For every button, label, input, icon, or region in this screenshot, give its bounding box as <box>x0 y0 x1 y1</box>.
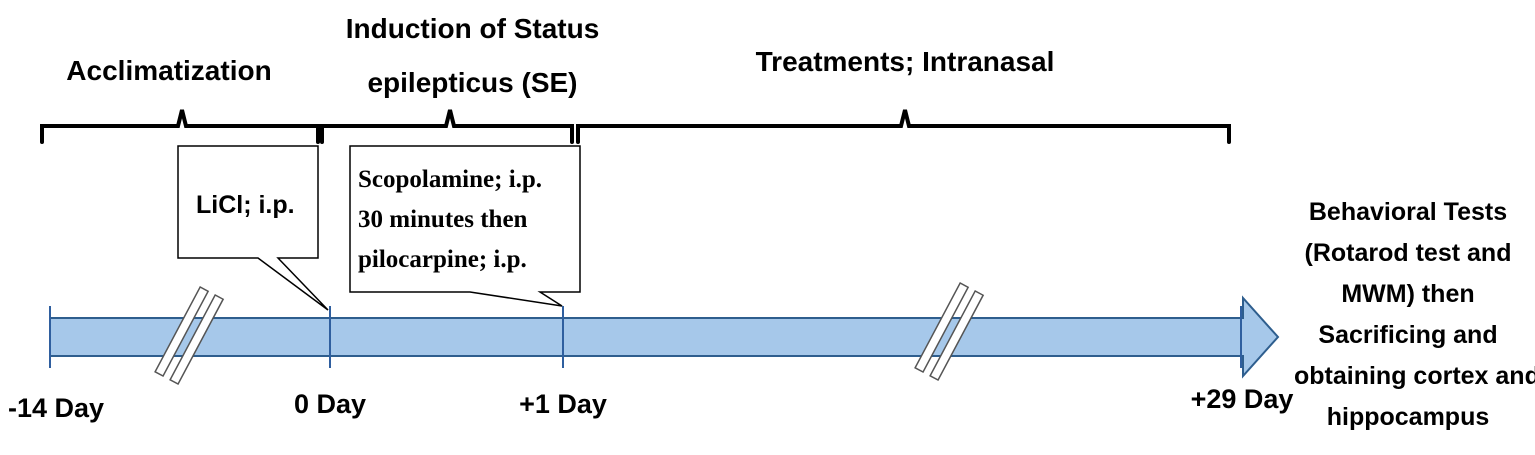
break-mark-right <box>914 282 985 382</box>
bracket-treatments <box>576 109 1231 144</box>
final-step-line3: MWM) then <box>1341 280 1475 308</box>
callout-scopolamine-text: Scopolamine; i.p. 30 minutes then piloca… <box>358 160 542 280</box>
break-mark-left <box>154 286 225 386</box>
final-step-text: Behavioral Tests (Rotarod test and MWM) … <box>1294 196 1535 434</box>
callout-scopolamine-line1: Scopolamine; i.p. <box>358 166 543 193</box>
phase-acclimatization-label: Acclimatization <box>66 55 272 86</box>
final-step-line1: Behavioral Tests <box>1308 198 1508 226</box>
day-label-minus14: -14 Day <box>7 393 105 423</box>
day-label-0: 0 Day <box>293 389 367 419</box>
phase-induction-line1: Induction of Status <box>345 13 600 44</box>
bracket-acclimatization <box>40 109 320 144</box>
callout-scopolamine-box <box>349 145 581 307</box>
phase-induction-label: Induction of Status epilepticus (SE) <box>340 12 605 100</box>
day-label-plus1: +1 Day <box>519 389 607 419</box>
day-label-plus29: +29 Day <box>1190 384 1294 414</box>
timeline-arrow <box>49 295 1280 379</box>
final-step-line5: obtaining cortex and <box>1294 362 1535 390</box>
phase-induction-line2: epilepticus (SE) <box>367 67 578 98</box>
callout-scopolamine-line3: pilocarpine; i.p. <box>358 246 527 273</box>
phase-treatments-label: Treatments; Intranasal <box>755 46 1055 77</box>
final-step-line4: Sacrificing and <box>1318 321 1498 349</box>
callout-scopolamine-line2: 30 minutes then <box>358 206 528 233</box>
callout-licl-box <box>177 145 329 311</box>
callout-licl-text: LiCl; i.p. <box>196 191 295 219</box>
final-step-line2: (Rotarod test and <box>1304 239 1512 267</box>
bracket-induction <box>320 109 574 144</box>
final-step-line6: hippocampus <box>1326 403 1490 431</box>
